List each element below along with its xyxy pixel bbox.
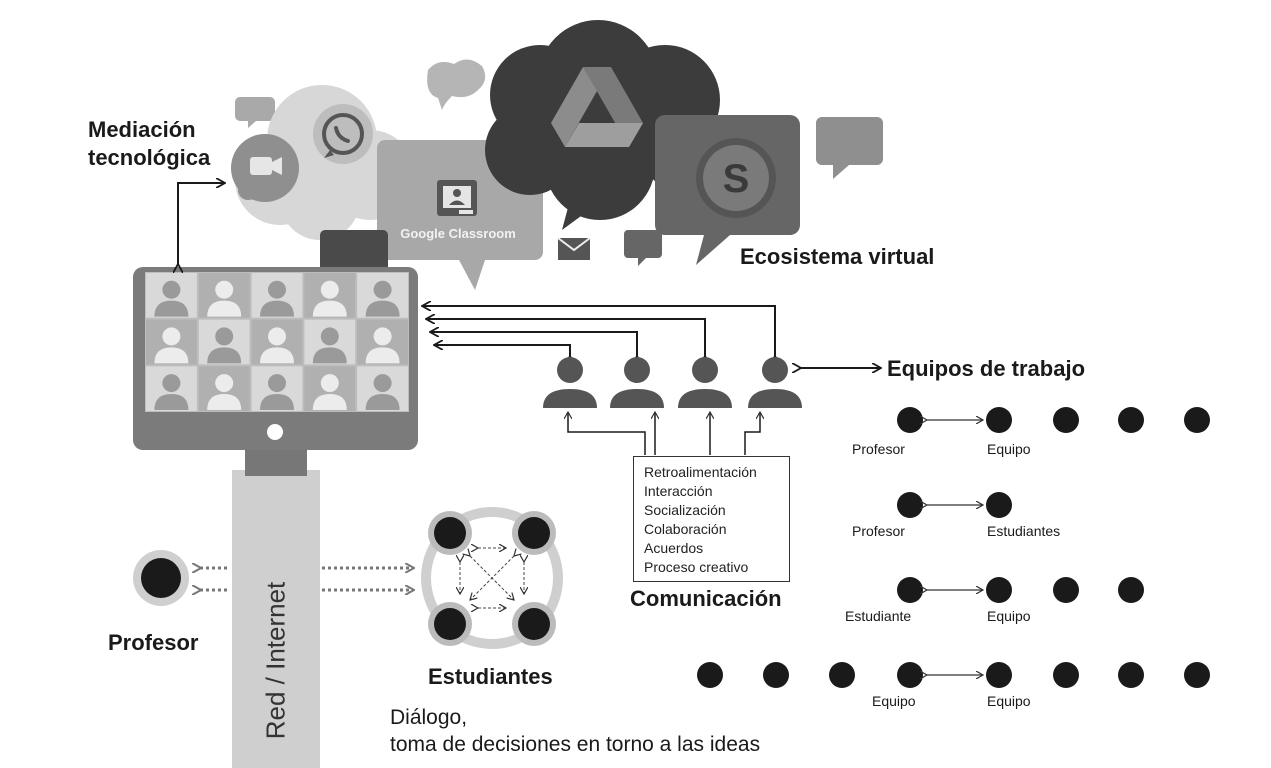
profesor-label: Profesor (108, 630, 199, 655)
participant-icon (268, 374, 286, 393)
ecosistema-label: Ecosistema virtual (740, 244, 935, 269)
mediation-arrow (178, 183, 224, 265)
comm-item: Colaboración (644, 521, 727, 537)
relation-left-label: Profesor (852, 441, 905, 457)
relation-left-label: Profesor (852, 523, 905, 539)
google-drive-icon (551, 67, 643, 147)
monitor-button (267, 424, 283, 440)
participant-icon (215, 374, 234, 393)
relation-row-2 (897, 492, 1012, 518)
relation-row-4 (697, 662, 1210, 688)
mediacion-label-line2: tecnológica (88, 145, 211, 170)
profesor-node (133, 550, 189, 606)
comm-item: Proceso creativo (644, 559, 749, 575)
relation-right-label: Equipo (987, 608, 1031, 624)
participant-icon (162, 327, 181, 346)
participant-icon (373, 280, 392, 299)
participant-icon (162, 280, 181, 299)
mail-icon (557, 237, 591, 260)
small-bubble-icon (235, 97, 275, 128)
participant-icon (162, 374, 181, 393)
user-icon (748, 357, 802, 408)
red-internet-label: Red / Internet (260, 581, 291, 739)
user-icon (543, 357, 597, 408)
relation-row-1 (897, 407, 1210, 433)
video-camera-icon (231, 134, 299, 202)
relation-right-label: Equipo (987, 441, 1031, 457)
webcam (320, 230, 388, 272)
participant-icon (320, 327, 339, 346)
relation-right-label: Equipo (987, 693, 1031, 709)
svg-text:S: S (723, 157, 750, 201)
participant-icon (320, 374, 339, 393)
estudiantes-group (421, 507, 563, 649)
team-arrows (423, 306, 775, 357)
dotted-arrows (200, 568, 413, 590)
comm-item: Retroalimentación (644, 464, 757, 480)
participant-icon (215, 327, 234, 346)
participant-icon (268, 327, 286, 346)
comm-item: Socialización (644, 502, 726, 518)
google-classroom-label: Google Classroom (400, 226, 516, 241)
gray-bubble-icon (427, 59, 486, 110)
participant-icon (373, 327, 392, 346)
comm-item: Interacción (644, 483, 713, 499)
communication-box: Retroalimentación Interacción Socializac… (633, 456, 790, 582)
comm-item: Acuerdos (644, 540, 704, 556)
team-members (543, 357, 802, 408)
red-internet-label-box: Red / Internet (232, 560, 320, 760)
participant-icon (268, 280, 286, 299)
user-icon (678, 357, 732, 408)
dialogo-label-line1: Diálogo, (390, 706, 468, 729)
mediacion-label-line1: Mediación (88, 117, 196, 142)
communication-lines (568, 412, 760, 455)
participant-grid (146, 273, 408, 411)
relation-row-3 (897, 577, 1144, 603)
participant-icon (215, 280, 234, 299)
participant-icon (320, 280, 339, 299)
comunicacion-label: Comunicación (630, 586, 782, 611)
monitor (133, 230, 418, 768)
skype-icon: S (655, 115, 800, 265)
equipos-label: Equipos de trabajo (887, 356, 1086, 381)
estudiantes-label: Estudiantes (428, 664, 553, 689)
chat-bubble-icon (816, 117, 883, 179)
network-pole (232, 470, 320, 768)
small-chat-icon (624, 230, 662, 266)
dialogo-label-line2: toma de decisiones en torno a las ideas (390, 733, 761, 756)
user-icon (610, 357, 664, 408)
relation-left-label: Equipo (872, 693, 916, 709)
monitor-stand (245, 448, 307, 476)
relation-left-label: Estudiante (845, 608, 912, 624)
relation-right-label: Estudiantes (987, 523, 1061, 539)
cloud-cluster: S (231, 20, 883, 290)
participant-icon (373, 374, 392, 393)
whatsapp-icon (313, 104, 373, 164)
